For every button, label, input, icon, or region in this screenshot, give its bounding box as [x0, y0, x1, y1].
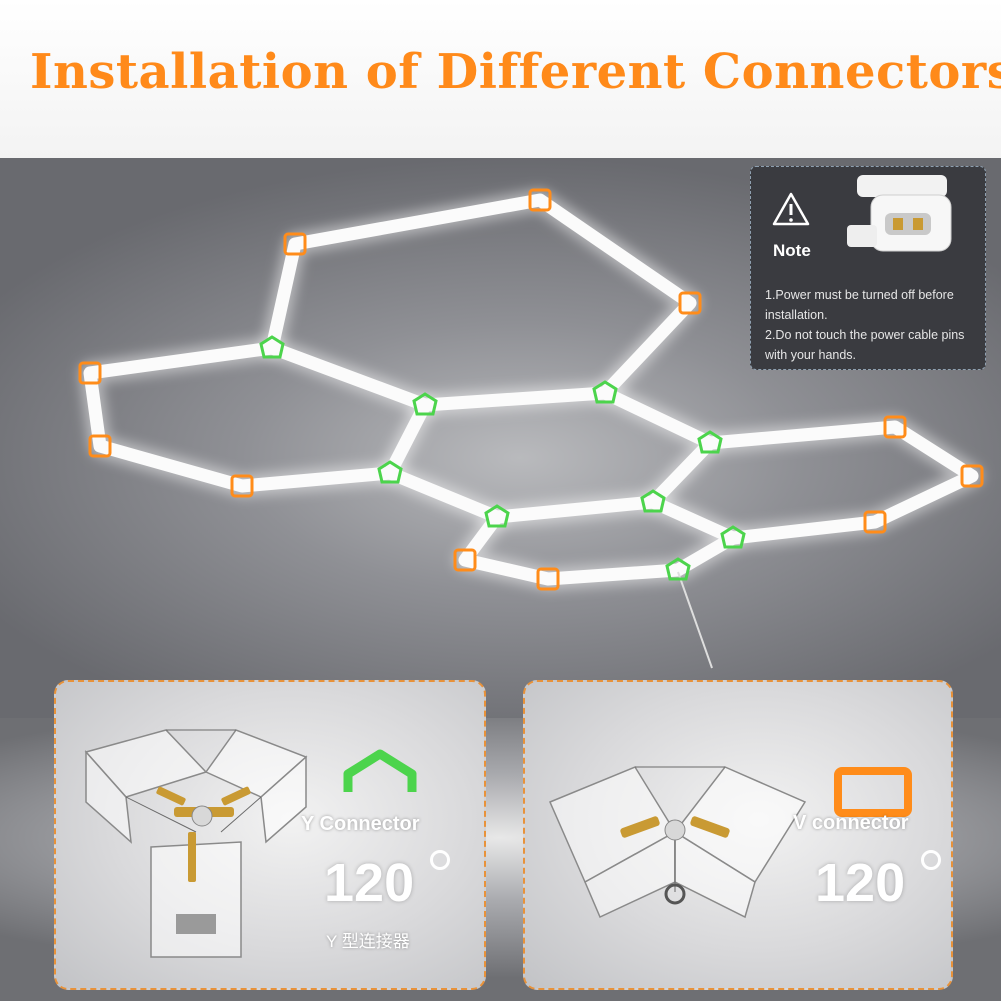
v-connector-image — [549, 766, 807, 919]
v-connector-label: V connector — [793, 812, 909, 834]
y-connector-marker — [484, 504, 510, 528]
v-connector-angle: 120 — [815, 853, 906, 913]
note-text: 1.Power must be turned off before instal… — [765, 285, 980, 365]
title-banner: Installation of Different Connectors — [0, 0, 1001, 158]
y-shape-icon — [343, 749, 417, 792]
y-connector-image — [84, 729, 308, 958]
y-connector-marker — [259, 335, 285, 359]
v-connector-marker — [78, 361, 102, 385]
degree-symbol — [430, 850, 450, 870]
y-connector-panel: Y Connector 120 Y 型连接器 — [54, 680, 486, 990]
v-connector-marker — [453, 548, 477, 572]
safety-note-card: Note 1.Power must be turned off before i… — [750, 166, 986, 370]
v-connector-markers — [78, 188, 984, 591]
v-connector-marker — [960, 464, 984, 488]
y-connector-angle: 120 — [324, 853, 415, 913]
v-shape-icon — [834, 767, 912, 817]
v-connector-marker — [536, 567, 560, 591]
y-connector-marker — [720, 525, 746, 549]
note-line-1: 1.Power must be turned off before instal… — [765, 288, 954, 322]
y-connector-marker — [412, 392, 438, 416]
v-connector-marker — [863, 510, 887, 534]
degree-symbol — [921, 850, 941, 870]
power-plug-icon — [847, 175, 952, 252]
y-connector-marker — [377, 460, 403, 484]
power-cable — [677, 571, 713, 669]
y-connector-marker — [665, 557, 691, 581]
v-connector-panel: V connector 120 — [523, 680, 953, 990]
v-connector-marker — [528, 188, 552, 212]
v-connector-marker — [678, 291, 702, 315]
v-connector-marker — [283, 232, 307, 256]
y-connector-cn-label: Y 型连接器 — [326, 932, 410, 951]
banner-title: Installation of Different Connectors — [30, 44, 1001, 100]
y-connector-marker — [697, 430, 723, 454]
y-connector-markers — [259, 335, 746, 581]
y-connector-label: Y Connector — [301, 813, 420, 835]
v-connector-marker — [883, 415, 907, 439]
y-connector-marker — [640, 489, 666, 513]
y-connector-marker — [592, 380, 618, 404]
note-line-2: 2.Do not touch the power cable pins with… — [765, 328, 965, 362]
note-heading: Note — [773, 241, 811, 260]
v-connector-marker — [230, 474, 254, 498]
light-tubes — [83, 193, 979, 586]
v-connector-marker — [88, 434, 112, 458]
warning-icon — [772, 192, 810, 226]
